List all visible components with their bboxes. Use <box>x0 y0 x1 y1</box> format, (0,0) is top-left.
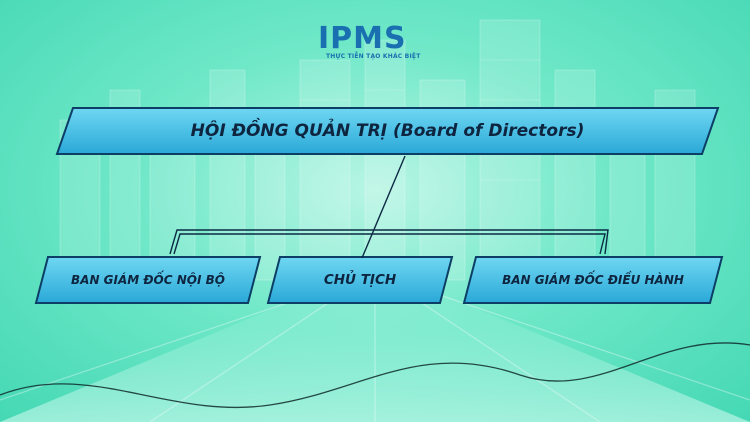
internal-box-shape <box>34 256 262 304</box>
board-box-shape <box>55 107 720 155</box>
executive-box-shape <box>462 256 724 304</box>
chairman-label: CHỦ TỊCH <box>323 272 397 288</box>
board-of-directors-box: HỘI ĐỒNG QUẢN TRỊ (Board of Directors) <box>55 106 720 156</box>
chairman-box: CHỦ TỊCH <box>266 255 454 305</box>
logo-brand-text: IPMS <box>318 21 407 56</box>
company-logo: IPMS THỰC TIỄN TẠO KHÁC BIỆT <box>318 22 428 66</box>
logo-tagline: THỰC TIỄN TẠO KHÁC BIỆT <box>326 53 421 60</box>
executive-management-label: BAN GIÁM ĐỐC ĐIỀU HÀNH <box>502 273 684 287</box>
internal-management-box: BAN GIÁM ĐỐC NỘI BỘ <box>34 255 262 305</box>
board-label: HỘI ĐỒNG QUẢN TRỊ (Board of Directors) <box>190 121 585 141</box>
internal-management-label: BAN GIÁM ĐỐC NỘI BỘ <box>71 273 225 287</box>
chairman-box-shape <box>266 256 454 304</box>
executive-management-box: BAN GIÁM ĐỐC ĐIỀU HÀNH <box>462 255 724 305</box>
